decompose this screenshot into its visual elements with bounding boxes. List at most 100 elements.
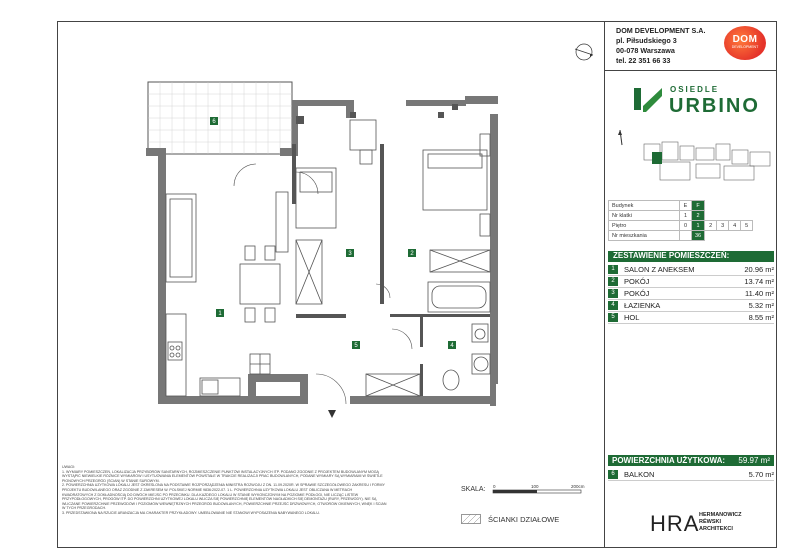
architect-line-2: RÉWSKI (699, 519, 721, 525)
room-name: ŁAZIENKA (624, 301, 661, 310)
info-cell: E (679, 200, 692, 211)
header-divider (604, 70, 777, 71)
note-line: 3. PRZEDSTAWIONA NA RZUCIE ARANŻACJA MA … (62, 510, 320, 515)
note-line: PIONOWYCH PRZEGRÓD (ŚCIAN) W STANIE SURO… (62, 478, 160, 483)
balcony-row-wrap: 6 BALKON 5.70 m² (608, 469, 774, 481)
note-line: WYSTĄPIĆ NIEWIELKIE RÓŻNICE WYMIARÓW I U… (62, 474, 383, 479)
note-line: 1. WYMIARY POMIESZCZEŃ, LOKALIZACJA PRZY… (62, 469, 379, 474)
total-area-value: 59.97 m² (738, 456, 770, 465)
info-cell: 1 (679, 210, 692, 221)
info-cell: 2 (704, 220, 718, 231)
walls-legend-swatch (461, 514, 481, 524)
notes: UWAGI:1. WYMIARY POMIESZCZEŃ, LOKALIZACJ… (62, 465, 447, 516)
room-row: 2 POKÓJ 13.74 m² (608, 276, 774, 288)
info-cell: 3 (716, 220, 730, 231)
drawing-frame (57, 21, 777, 548)
note-line: UWAGI: (62, 465, 76, 469)
room-label-box (346, 249, 354, 257)
developer-logo-top: DOM (732, 34, 758, 45)
info-row-label: Piętro (608, 220, 680, 231)
room-label: 1 (218, 311, 222, 317)
room-num: 3 (608, 289, 618, 298)
room-num: 1 (608, 265, 618, 274)
room-label-box (210, 117, 218, 125)
info-row: Nr mieszkania 36 (608, 230, 753, 241)
company-city: 00-078 Warszawa (616, 46, 675, 55)
scale-label: SKALA: (461, 486, 486, 493)
balcony-area: 5.70 m² (748, 470, 774, 479)
note-line: PROJEKTU BUDOWLANEGO ORAZ ZGODNIE Z ZAKR… (62, 487, 353, 492)
info-cell: 1 (690, 220, 706, 231)
balcony-row: 6 BALKON 5.70 m² (608, 469, 774, 481)
info-cell: 0 (679, 220, 692, 231)
panel-divider (604, 21, 605, 548)
rooms-header: ZESTAWIENIE POMIESZCZEŃ: (608, 251, 774, 262)
total-area-label: POWIERZCHNIA UŻYTKOWA: (612, 456, 726, 465)
compass-icon (618, 130, 623, 146)
balcony-name: BALKON (624, 470, 655, 479)
room-row: 3 POKÓJ 11.40 m² (608, 288, 774, 300)
walls-legend-label: ŚCIANKI DZIAŁOWE (488, 515, 560, 524)
room-label: 5 (354, 343, 358, 349)
room-num: 4 (608, 301, 618, 310)
room-label-box (216, 309, 224, 317)
room-name: POKÓJ (624, 277, 650, 286)
note-line: KWADRATOWYCH Z DOKŁADNOŚCIĄ DO DWÓCH MIE… (62, 492, 359, 497)
info-row-label: Nr klatki (608, 210, 680, 221)
room-num: 2 (608, 277, 618, 286)
entrance-arrow-icon (328, 410, 336, 418)
room-label-box (448, 341, 456, 349)
room-row: 4 ŁAZIENKA 5.32 m² (608, 300, 774, 312)
scale-graphic: 0 100 200cm (492, 484, 585, 494)
room-label: 4 (450, 343, 454, 349)
room-area: 8.55 m² (748, 313, 774, 322)
note-line: WLICZANE POWIERZCHNIE PRZEWODÓW I POZIOM… (62, 501, 387, 506)
floor-plan: 1 2 3 4 5 6 (146, 43, 594, 418)
info-row-label: Budynek (608, 200, 680, 211)
architect-logo: HRA (650, 511, 700, 536)
info-row-label: Nr mieszkania (608, 230, 680, 241)
scale-tick-0: 0 (493, 484, 496, 489)
company-name: DOM DEVELOPMENT S.A. (616, 26, 706, 35)
company-phone: tel. 22 351 66 33 (616, 56, 671, 65)
room-label: 3 (348, 251, 352, 257)
note-line: PRZYPODŁOGOWYCH, PROGÓW ITP. DO POWIERZC… (62, 497, 377, 502)
estate-prefix: OSIEDLE (670, 85, 720, 94)
room-area: 5.32 m² (748, 301, 774, 310)
info-cell: 36 (690, 230, 706, 241)
balcony-num: 6 (608, 470, 618, 479)
architect-line-3: ARCHITEKCI (699, 526, 733, 532)
room-label-box (408, 249, 416, 257)
room-area: 11.40 m² (744, 289, 774, 298)
info-cell: 5 (740, 220, 754, 231)
site-plan-icon (643, 141, 771, 181)
room-row: 1 SALON Z ANEKSEM 20.96 m² (608, 264, 774, 276)
room-area: 13.74 m² (744, 277, 774, 286)
room-num: 5 (608, 313, 618, 322)
room-name: POKÓJ (624, 289, 650, 298)
info-cell: F (690, 200, 706, 211)
note-line: W TYCH PRZEGRODACH. (62, 506, 107, 511)
info-cell: 2 (690, 210, 706, 221)
developer-logo: DOM DEVELOPMENT (724, 26, 766, 60)
total-area-bar: POWIERZCHNIA UŻYTKOWA: 59.97 m² (608, 455, 774, 466)
company-street: pl. Piłsudskiego 3 (616, 36, 677, 45)
estate-name: URBINO (669, 95, 760, 117)
info-cell (679, 230, 692, 241)
room-label: 6 (212, 119, 216, 125)
estate-logo-mark-icon (634, 88, 662, 112)
north-arrow-icon (574, 43, 594, 61)
room-label-box (352, 341, 360, 349)
scale-tick-2: 200cm (571, 484, 585, 489)
note-line: 2. POWIERZCHNIA UŻYTKOWA LOKALU JEST OKR… (62, 483, 385, 488)
room-label: 2 (410, 251, 414, 257)
room-name: SALON Z ANEKSEM (624, 265, 695, 274)
room-area: 20.96 m² (744, 265, 774, 274)
scale-tick-1: 100 (531, 484, 539, 489)
